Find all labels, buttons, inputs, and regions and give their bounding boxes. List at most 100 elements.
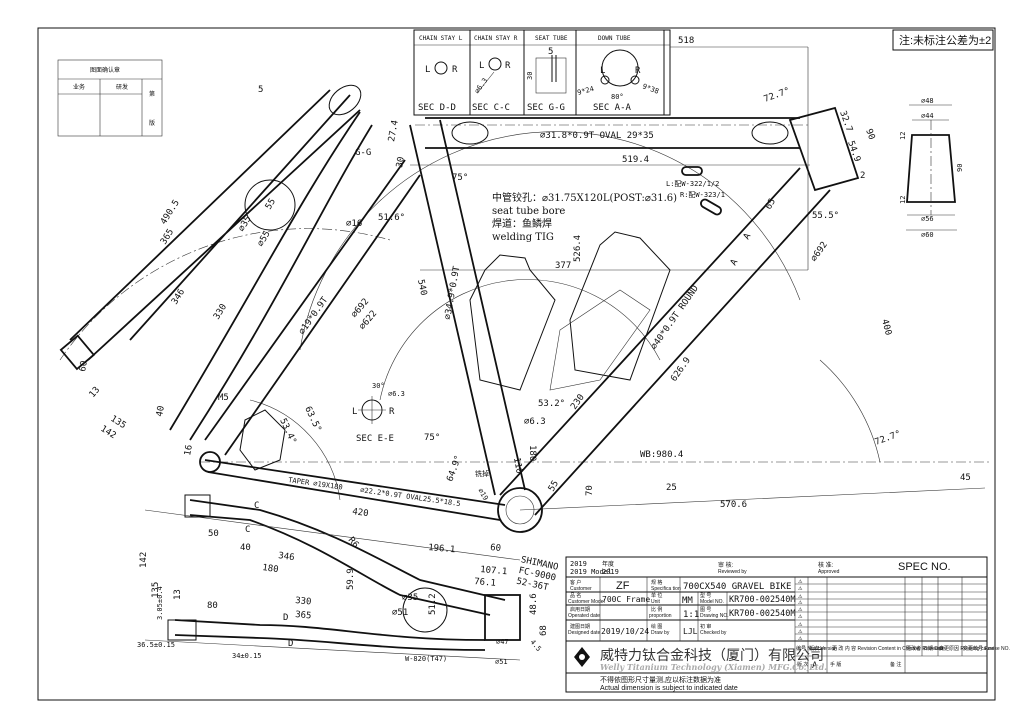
drawing-text: CHAIN STAY L	[419, 35, 463, 42]
dimension-label: 518	[678, 36, 694, 46]
water-bottles	[469, 231, 671, 391]
drawing-text: 版 次	[797, 661, 808, 668]
dimension-label: ⌀47	[496, 638, 509, 646]
drawing-text: L:配W-322/1/2	[666, 180, 719, 188]
drawing-text: 80°	[611, 93, 624, 101]
drawing-text: MM	[682, 596, 693, 606]
bottom-bracket	[497, 487, 543, 533]
drawing-text: Checked by	[700, 630, 727, 636]
dimension-label: 377	[555, 261, 571, 271]
confirmation-stamp-table: 图面确认章 业务 研发 第 版	[57, 59, 163, 137]
bb-shell	[484, 594, 521, 641]
dimension-label: 346	[278, 551, 295, 563]
dimension-label: 540	[415, 279, 428, 297]
drawing-text: Model NO.	[700, 599, 724, 605]
dimension-label: 27.4	[387, 119, 401, 142]
drawing-text: Drawing NO.	[700, 613, 729, 619]
drawing-text: R	[635, 66, 641, 76]
drawing-text: 审 核:	[718, 561, 734, 569]
drawing-text: R:配W-323/1	[680, 191, 725, 199]
drawing-text: R	[389, 407, 395, 417]
drawing-text: 注:未标注公差为±2	[899, 33, 991, 47]
section-table: CHAIN STAY L CHAIN STAY R SEAT TUBE DOWN…	[413, 29, 671, 116]
drawing-text: 更 改 内 容 Revision Content in Chinese	[832, 645, 921, 652]
dimension-label: 180	[262, 563, 279, 575]
drawing-text: SEC D-D	[418, 103, 456, 113]
dimension-label: 36.5±0.15	[137, 641, 175, 649]
drawing-text: 启用日期	[570, 606, 590, 613]
dimension-label: 2	[860, 171, 865, 181]
dimension-label: 51.2	[428, 593, 438, 615]
dimension-label: 16	[183, 444, 195, 456]
drawing-text: ⚠	[798, 614, 803, 620]
dimension-label: 64.9°	[445, 454, 464, 483]
drawing-text: SEC C-C	[472, 103, 510, 113]
dimension-label: 40	[155, 405, 167, 417]
drawing-text: ⌀60	[921, 231, 934, 239]
dimension-label: WB:980.4	[640, 450, 683, 460]
drawing-text: LJL	[683, 627, 698, 636]
drawing-text: 12	[899, 132, 907, 140]
dimension-label: 5	[258, 85, 263, 95]
dimension-label: 180	[527, 445, 537, 461]
dimension-label: 4.5	[528, 638, 542, 653]
drawing-text: KR700-002540M	[729, 595, 796, 605]
dimension-label: 40	[240, 543, 251, 553]
drawing-text: ⚠	[798, 586, 803, 592]
dimension-label: 490.5	[159, 198, 182, 226]
dimension-label: 34±0.15	[232, 652, 262, 660]
drawing-text: 客 户	[570, 579, 581, 586]
drawing-text: L	[479, 61, 484, 71]
drawing-text: 图面确认章	[90, 66, 120, 74]
crank-note: SHIMANO FC-9000 52-36T	[515, 555, 559, 593]
drawing-text: 90	[956, 164, 964, 172]
drawing-text: 30	[526, 72, 534, 80]
section-e-e: L R 30° ⌀6.3 SEC E-E	[352, 382, 405, 444]
dimension-label: 330	[295, 596, 312, 607]
brake-mount	[239, 409, 286, 471]
dimension-label: 75°	[424, 433, 440, 443]
dimension-label: 25	[666, 483, 677, 493]
drawing-text: 研发	[116, 83, 128, 91]
dimension-label: ⌀19	[476, 487, 489, 502]
dimension-label: ⌀692	[809, 240, 830, 264]
drawing-text: 12	[899, 196, 907, 204]
dimension-label: ⌀16	[346, 219, 362, 229]
drawing-text: 初 审	[700, 623, 711, 630]
dimension-label: 13	[173, 589, 183, 600]
top-tube	[425, 117, 800, 149]
drawing-text: 不得依图形尺寸量测,应以标注数据为准	[600, 675, 721, 684]
dimension-label: D	[288, 639, 293, 649]
drawing-text: 比 例	[651, 606, 662, 613]
dimension-label: 65	[764, 197, 778, 211]
drawing-text: 变更原因 Revising cause	[939, 645, 995, 652]
dimension-label: 30	[395, 156, 407, 168]
dimension-label: 142	[98, 424, 117, 441]
manufacturing-notes: 中管铰孔：⌀31.75X120L(POST:⌀31.6) seat tube b…	[492, 166, 725, 243]
drawing-text: 手 版	[830, 661, 841, 668]
dimension-label: 72.7°	[763, 86, 792, 105]
dimension-label: 50	[208, 529, 219, 539]
dimension-label: 70	[585, 485, 595, 496]
drawing-text: CHAIN STAY R	[474, 35, 518, 42]
dimension-label: 48.6	[529, 593, 539, 615]
dimension-label: 80	[207, 601, 218, 611]
drawing-text: ⚠	[798, 636, 803, 642]
drawing-text: 绘 图	[651, 623, 662, 630]
dimension-label: 63.5°	[302, 405, 323, 434]
drawing-text: 型 号	[700, 592, 711, 599]
drawing-text: SEC E-E	[356, 434, 394, 444]
drawing-text: Actual dimension is subject to indicated…	[600, 685, 738, 692]
dimension-label: G-G	[355, 148, 371, 158]
drawing-text: Draw by	[651, 630, 670, 636]
dimension-label: 346	[170, 287, 187, 306]
dimension-label: 60	[78, 360, 90, 372]
drawing-text: ⚠	[798, 594, 803, 600]
drawing-text: ⌀44	[921, 112, 934, 120]
drawing-text: ⌀48	[921, 97, 934, 105]
dimension-label: ⌀31.8*0.9T OVAL 29*35	[540, 131, 654, 141]
dimension-label: ⌀34.9*0.9T	[443, 265, 462, 321]
dimension-label: 196.1	[428, 543, 456, 555]
dimension-label: 142	[139, 552, 149, 568]
drawing-text: 单 位	[651, 592, 662, 599]
